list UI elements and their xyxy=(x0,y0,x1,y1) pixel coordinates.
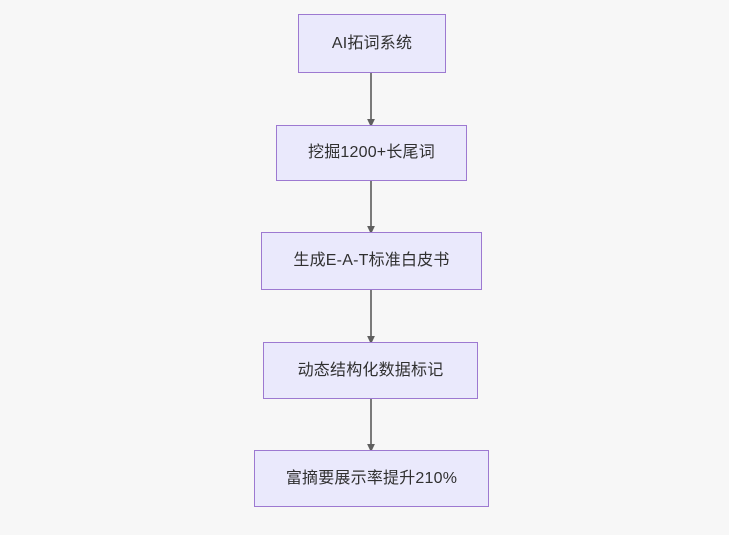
flow-node-label: 挖掘1200+长尾词 xyxy=(308,144,435,162)
flow-node-label: AI拓词系统 xyxy=(331,34,413,52)
flow-node-label: 富摘要展示率提升210% xyxy=(285,469,458,487)
flow-node-mine-longtail-keywords[interactable]: 挖掘1200+长尾词 xyxy=(276,125,467,181)
flow-node-rich-snippet-rate-increase[interactable]: 富摘要展示率提升210% xyxy=(254,450,489,507)
flow-node-label: 生成E-A-T标准白皮书 xyxy=(293,252,450,270)
flow-node-label: 动态结构化数据标记 xyxy=(297,361,444,379)
flow-node-dynamic-structured-data-markup[interactable]: 动态结构化数据标记 xyxy=(263,342,478,399)
flow-node-ai-keyword-system[interactable]: AI拓词系统 xyxy=(298,14,446,73)
flow-node-generate-eat-whitepaper[interactable]: 生成E-A-T标准白皮书 xyxy=(261,232,482,290)
